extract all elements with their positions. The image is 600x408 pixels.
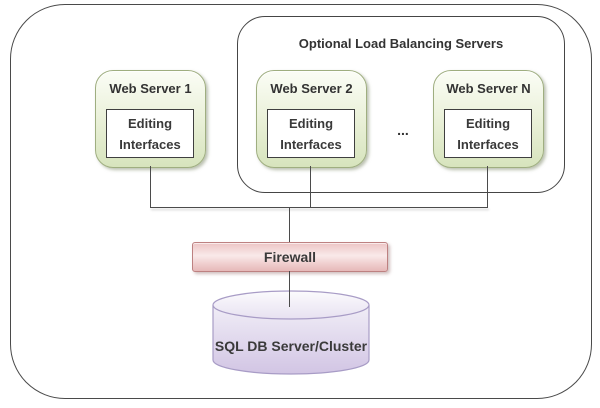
connector-line-to-firewall [289,207,290,242]
load-balancer-group-label: Optional Load Balancing Servers [298,36,504,51]
connector-line-ws2 [310,166,311,208]
editing-interfaces-box: Editing Interfaces [267,109,355,158]
server-label: Web Server 1 [109,81,192,96]
connector-bus-line [150,207,488,208]
connector-line-firewall-to-db [289,271,290,307]
editing-interfaces-label: Editing Interfaces [119,115,181,152]
server-box-web-server-n: Web Server N Editing Interfaces [433,70,544,168]
editing-interfaces-box: Editing Interfaces [106,109,194,158]
connector-line-wsn [487,166,488,208]
firewall-box: Firewall [192,242,388,272]
load-balancer-group: Optional Load Balancing Servers [237,16,565,193]
server-label: Web Server 2 [270,81,353,96]
firewall-label: Firewall [263,249,317,265]
database-cylinder [212,290,370,375]
outer-frame [10,4,592,399]
server-box-web-server-1: Web Server 1 Editing Interfaces [95,70,206,168]
connector-line-ws1 [150,166,151,208]
database-label: SQL DB Server/Cluster [214,338,368,354]
editing-interfaces-label: Editing Interfaces [457,115,519,152]
server-box-web-server-2: Web Server 2 Editing Interfaces [256,70,367,168]
more-servers-ellipsis: ... [397,122,409,138]
editing-interfaces-box: Editing Interfaces [444,109,532,158]
editing-interfaces-label: Editing Interfaces [280,115,342,152]
server-label: Web Server N [446,81,531,96]
